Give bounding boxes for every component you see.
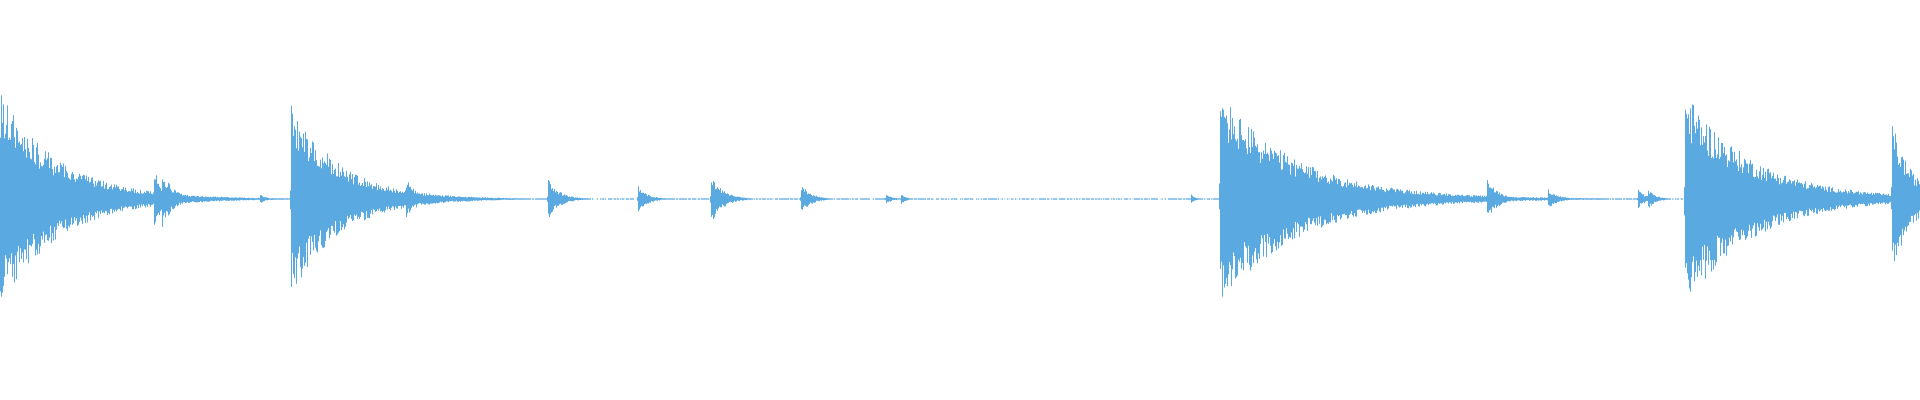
audio-waveform-view[interactable] — [0, 0, 1920, 400]
waveform-background — [0, 0, 1920, 400]
waveform-plot[interactable] — [0, 0, 1920, 400]
